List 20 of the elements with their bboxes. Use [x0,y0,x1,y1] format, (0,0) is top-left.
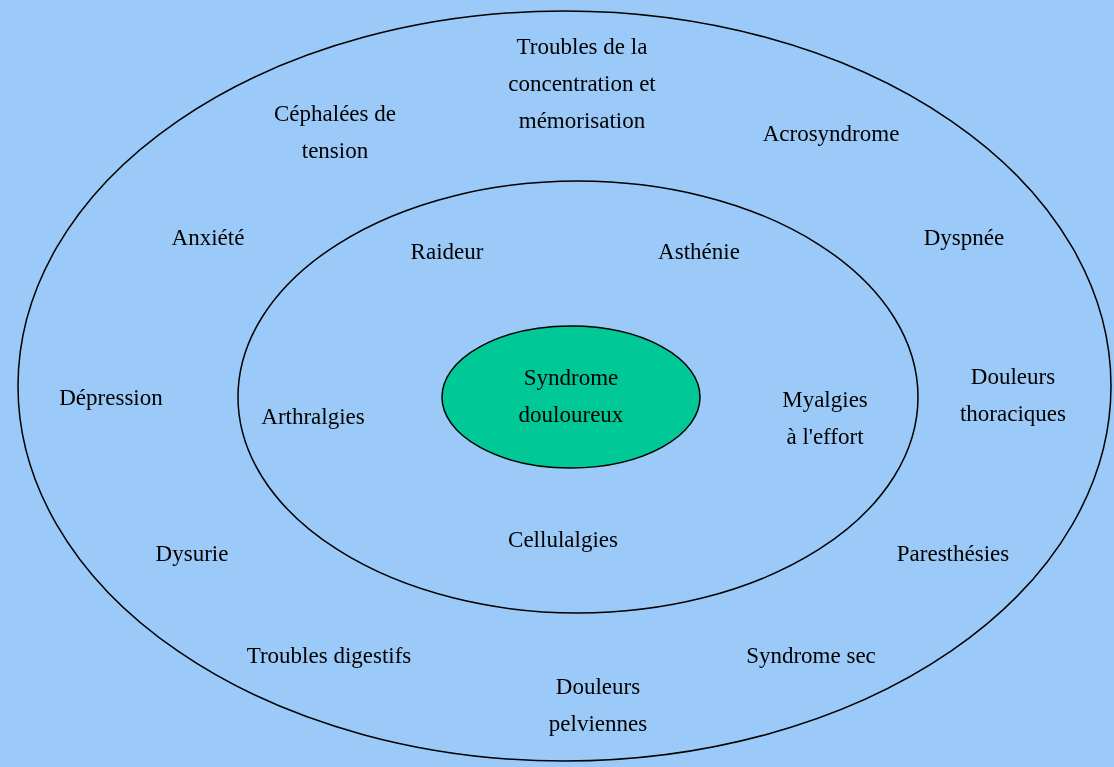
center-ellipse [441,325,701,469]
symptom-label: Acrosyndrome [762,119,900,148]
symptom-label: Dysurie [155,539,229,568]
symptom-label: Céphalées de tension [273,100,397,165]
symptom-label: Syndrome sec [746,641,876,670]
symptom-label: Dyspnée [923,223,1005,252]
symptom-label: Troubles digestifs [246,641,412,670]
symptom-label: Troubles de la concentration et mémorisation [507,32,657,135]
symptom-label: Cellulalgies [508,525,618,554]
symptom-label: Anxiété [171,223,245,252]
symptom-label: Paresthésies [896,539,1010,568]
symptom-label: Arthralgies [261,402,365,431]
symptom-label: Douleurs thoraciques [959,363,1067,428]
symptom-label: Dépression [59,383,163,412]
symptom-label: Asthénie [658,237,740,266]
outer-ellipse [17,10,1112,762]
symptom-label: Raideur [410,237,484,266]
symptom-label: Myalgies à l'effort [781,386,869,451]
node-text: Syndrome douloureux [517,364,625,429]
symptom-label: Douleurs pelviennes [547,673,649,738]
